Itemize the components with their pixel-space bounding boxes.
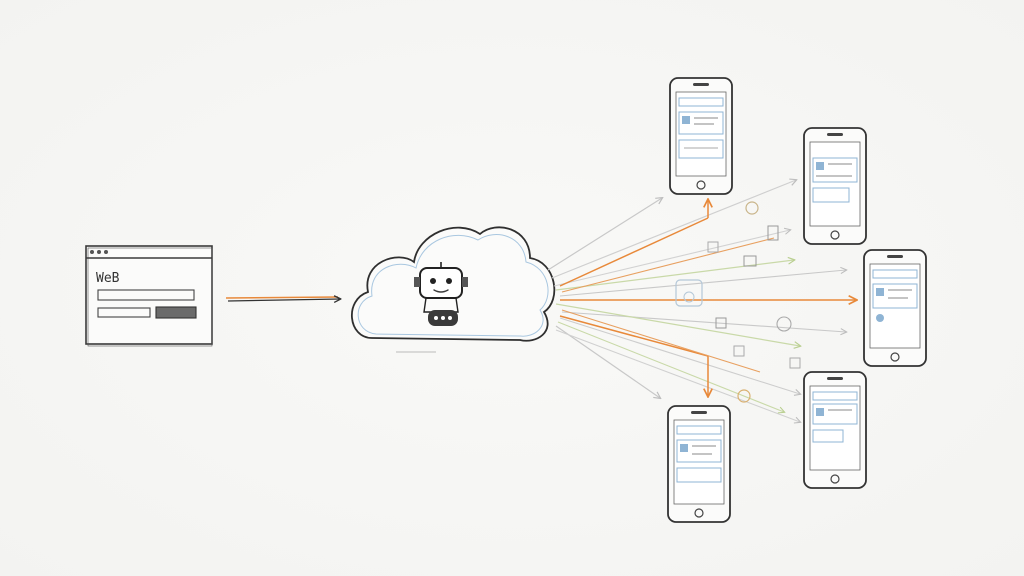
globe-icon	[776, 316, 792, 332]
browser-window: WeB	[85, 245, 213, 347]
message-card-icon	[675, 279, 703, 307]
alert-icon	[737, 389, 751, 403]
smartphone-5	[667, 405, 731, 523]
robot-icon	[414, 262, 468, 313]
badge-icon	[715, 317, 727, 329]
fanout-arrows	[547, 180, 856, 422]
notification-icon	[745, 201, 759, 215]
window-controls	[90, 250, 108, 254]
link-icon	[789, 357, 801, 369]
smartphone-1	[669, 77, 733, 195]
smartphone-3	[863, 249, 927, 367]
mail-icon	[743, 255, 757, 267]
tag-icon	[733, 345, 745, 357]
browser-to-cloud-arrow	[225, 297, 340, 301]
cloud-server	[351, 226, 556, 353]
smartphone-2	[803, 127, 867, 245]
submit-button	[155, 306, 197, 319]
box-icon	[707, 241, 719, 253]
smartphone-4	[803, 371, 867, 489]
secondary-field	[97, 307, 151, 318]
document-icon	[767, 225, 779, 241]
browser-label: WeB	[96, 271, 120, 286]
floating-icons	[675, 201, 801, 403]
input-field	[97, 289, 195, 301]
chat-bubble-icon	[428, 310, 458, 326]
